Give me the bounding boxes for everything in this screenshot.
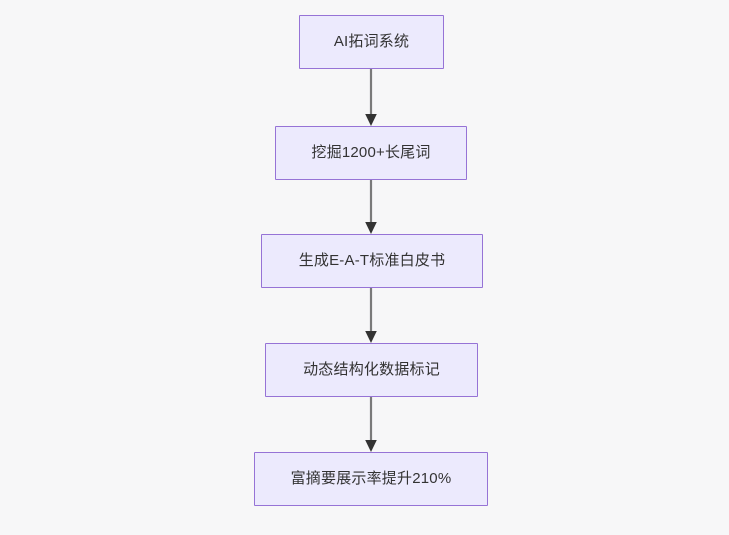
- flow-node-label: 富摘要展示率提升210%: [290, 470, 452, 488]
- flow-node-label: 动态结构化数据标记: [303, 361, 440, 379]
- flow-node-generate-eat-whitepaper[interactable]: 生成E-A-T标准白皮书: [261, 234, 483, 288]
- flow-node-rich-snippet-impression-uplift[interactable]: 富摘要展示率提升210%: [254, 452, 488, 506]
- edge-n3-to-n4: [361, 288, 381, 343]
- flow-node-label: 生成E-A-T标准白皮书: [298, 252, 446, 270]
- flow-node-label: AI拓词系统: [333, 33, 410, 51]
- flow-node-label: 挖掘1200+长尾词: [311, 144, 431, 162]
- flow-node-dynamic-structured-data-markup[interactable]: 动态结构化数据标记: [265, 343, 478, 397]
- edge-n4-to-n5: [361, 397, 381, 452]
- edge-n1-to-n2: [361, 69, 381, 126]
- flow-node-ai-keyword-system[interactable]: AI拓词系统: [299, 15, 444, 69]
- flow-node-mine-longtail-keywords[interactable]: 挖掘1200+长尾词: [275, 126, 467, 180]
- edge-n2-to-n3: [361, 180, 381, 234]
